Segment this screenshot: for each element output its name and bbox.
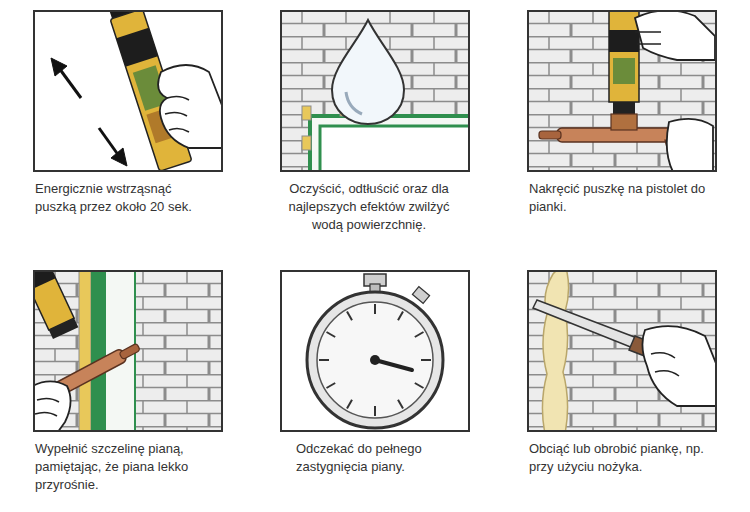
step-panel: Obciąć lub obrobić piankę, np. przy użyc… [527,270,727,480]
mount-panel [527,6,717,172]
step-caption: Obciąć lub obrobić piankę, np. przy użyc… [529,440,707,476]
step-caption: Nakręcić puszkę na pistolet do pianki. [529,180,711,216]
foam-can [609,10,639,114]
step-panel: Wypełnić szczelinę pianą, pamiętając, że… [33,270,233,498]
hand [635,10,715,60]
wait-panel [280,270,470,432]
hand [33,381,71,432]
step-caption: Oczyścić, odtłuścić oraz dla najlepszych… [280,180,458,234]
clean-panel [280,10,480,186]
step-panel: Oczyścić, odtłuścić oraz dla najlepszych… [280,10,480,238]
stopwatch [307,274,443,428]
fill-panel [15,246,223,438]
water-drop [332,20,404,124]
foam-can [33,270,78,339]
foam [542,270,568,432]
trim-panel [527,269,717,434]
step-panel: Nakręcić puszkę na pistolet do pianki. [527,10,727,220]
foam-gun [539,114,687,172]
hand [642,326,717,406]
step-caption: Wypełnić szczelinę pianą, pamiętając, że… [35,440,207,494]
shake-panel [33,0,223,172]
step-caption: Energicznie wstrząsnąć puszką przez okoł… [35,180,195,216]
step-panel: Energicznie wstrząsnąć puszką przez okoł… [33,10,233,220]
hand [158,65,223,148]
step-caption: Odczekać do pełnego zastygnięcia piany. [296,440,438,476]
step-panel: Odczekać do pełnego zastygnięcia piany. [280,270,480,480]
